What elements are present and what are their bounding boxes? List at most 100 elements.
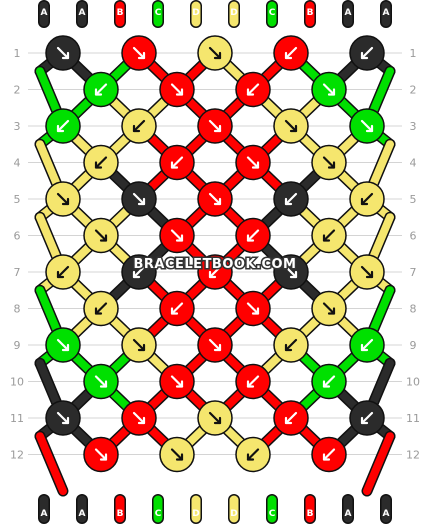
knot (197, 35, 233, 71)
string-bottom-letter: C (155, 509, 162, 519)
row-label-left: 7 (14, 266, 21, 279)
arrow-head-icon (213, 416, 222, 425)
arrow-head-icon (365, 270, 374, 279)
knot (45, 108, 81, 144)
thread-segment (36, 432, 67, 495)
knot (159, 71, 195, 108)
arrow-head-icon (175, 234, 184, 242)
arrow-down-left-icon (246, 83, 260, 96)
row-label-right: 8 (410, 303, 417, 316)
arrow-head-icon (289, 270, 298, 279)
arrow-head-icon (327, 161, 336, 169)
knot (273, 181, 309, 217)
arrow-head-icon (289, 124, 298, 133)
arrow-down-right-icon (56, 46, 70, 60)
arrow-down-right-icon (322, 302, 336, 315)
row-label-left: 11 (10, 412, 24, 425)
arrow-down-right-icon (56, 411, 70, 425)
arrow-down-left-icon (56, 119, 70, 133)
arrow-down-left-icon (284, 192, 298, 206)
string-top-letter: D (230, 8, 237, 18)
knot (159, 144, 195, 181)
knot (349, 254, 385, 290)
string-bottom-letter: A (383, 509, 390, 519)
arrow-head-icon (170, 307, 179, 315)
arrow-head-icon (322, 453, 331, 461)
string-top-letter: B (307, 8, 314, 18)
row-label-right: 5 (410, 193, 417, 206)
arrow-head-icon (213, 197, 222, 206)
arrow-head-icon (284, 343, 293, 352)
row-label-left: 8 (14, 303, 21, 316)
row-label-right: 4 (410, 157, 417, 170)
knot-grid (45, 35, 385, 473)
row-label-right: 9 (410, 339, 417, 352)
knot (159, 217, 195, 254)
arrow-down-right-icon (284, 119, 298, 133)
arrow-down-right-icon (208, 46, 222, 60)
arrow-head-icon (137, 343, 146, 352)
string-top-letter: A (41, 8, 48, 18)
arrow-down-right-icon (360, 119, 374, 133)
arrow-down-left-icon (56, 265, 70, 279)
arrow-down-left-icon (284, 411, 298, 425)
arrow-down-right-icon (170, 448, 184, 461)
arrow-head-icon (365, 124, 374, 133)
arrow-down-right-icon (208, 338, 222, 352)
arrow-down-right-icon (132, 192, 146, 206)
arrow-head-icon (213, 343, 222, 352)
arrow-head-icon (360, 197, 369, 206)
arrow-head-icon (284, 51, 293, 60)
arrow-head-icon (99, 380, 108, 388)
arrow-head-icon (360, 51, 369, 60)
arrow-down-right-icon (246, 156, 260, 169)
arrow-down-left-icon (322, 448, 336, 461)
arrow-head-icon (246, 380, 255, 388)
string-top-letter: A (79, 8, 86, 18)
string-bottom-letter: A (79, 509, 86, 519)
arrow-head-icon (94, 307, 103, 315)
row-label-right: 10 (406, 376, 420, 389)
arrow-head-icon (56, 124, 65, 133)
arrow-head-icon (175, 380, 184, 388)
row-label-left: 12 (10, 449, 24, 462)
arrow-down-left-icon (94, 83, 108, 96)
knot (235, 71, 271, 108)
arrow-head-icon (94, 88, 103, 96)
knot (159, 363, 195, 400)
arrow-down-left-icon (246, 448, 260, 461)
arrow-down-left-icon (132, 119, 146, 133)
arrow-head-icon (94, 161, 103, 169)
string-bottom-letter: A (41, 509, 48, 519)
knot (349, 35, 385, 71)
arrow-down-right-icon (132, 46, 146, 60)
arrow-head-icon (61, 416, 70, 425)
knot (273, 400, 309, 436)
knot (121, 35, 157, 71)
arrow-down-right-icon (170, 375, 184, 388)
knot (349, 400, 385, 436)
knot (121, 181, 157, 217)
arrow-down-right-icon (208, 119, 222, 133)
string-top-letter: C (155, 8, 162, 18)
string-bottom-letter: B (307, 509, 314, 519)
knot (273, 108, 309, 144)
arrow-head-icon (246, 88, 255, 96)
arrow-head-icon (360, 416, 369, 425)
arrow-head-icon (132, 124, 141, 133)
arrow-down-right-icon (170, 229, 184, 242)
arrow-head-icon (137, 416, 146, 425)
arrow-head-icon (284, 197, 293, 206)
arrow-down-right-icon (94, 448, 108, 461)
knot (121, 108, 157, 144)
arrow-head-icon (99, 234, 108, 242)
arrow-head-icon (61, 343, 70, 352)
row-label-right: 11 (406, 412, 420, 425)
arrow-down-right-icon (132, 338, 146, 352)
arrow-down-right-icon (246, 302, 260, 315)
knot (45, 35, 81, 71)
arrow-down-right-icon (94, 229, 108, 242)
